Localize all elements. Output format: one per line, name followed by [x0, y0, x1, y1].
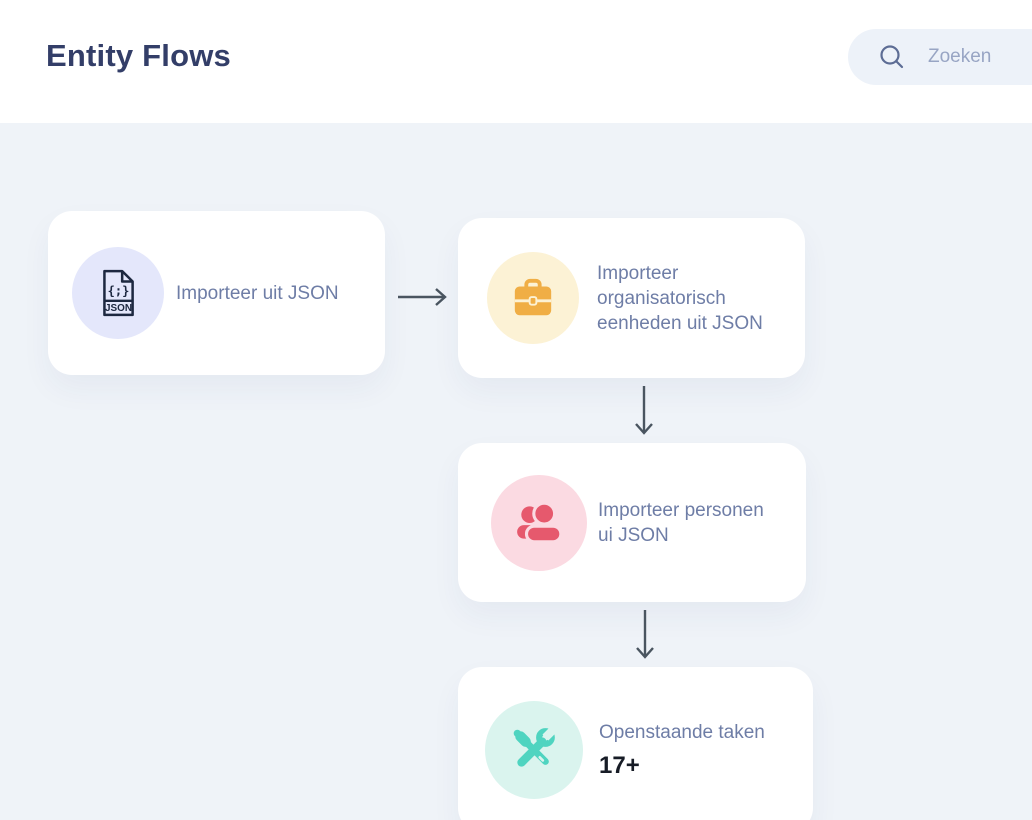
search-input[interactable]: Zoeken — [848, 29, 1032, 85]
json-file-icon: {;} JSON — [103, 269, 134, 317]
flow-node-label: Openstaande taken — [599, 721, 765, 743]
svg-text:{;}: {;} — [108, 284, 130, 298]
flow-node-label: Importeer uit JSON — [176, 282, 339, 304]
search-placeholder: Zoeken — [928, 46, 992, 67]
open-tasks-count-badge: 17+ — [599, 751, 640, 779]
arrow-right-icon — [398, 288, 447, 306]
flow-node-import-persons[interactable]: Importeer personen ui JSON — [458, 443, 806, 602]
header: Entity Flows Zoeken — [0, 0, 1032, 123]
briefcase-icon — [514, 278, 552, 316]
tools-icon-circle — [485, 700, 583, 799]
svg-text:JSON: JSON — [105, 303, 132, 314]
arrow-down-icon — [636, 610, 654, 659]
people-icon-circle — [491, 474, 587, 571]
arrow-down-icon — [635, 386, 653, 435]
page-title: Entity Flows — [46, 38, 231, 73]
flow-node-label: Importeer personen ui JSON — [598, 499, 764, 546]
tools-icon — [513, 724, 559, 767]
json-icon-circle: {;} JSON — [72, 247, 164, 339]
flow-node-open-tasks[interactable]: Openstaande taken 17+ — [458, 667, 813, 820]
people-icon — [517, 501, 563, 543]
briefcase-icon-circle — [487, 252, 579, 344]
flow-node-import-json[interactable]: {;} JSON Importeer uit JSON — [48, 211, 385, 375]
flow-node-label: Importeer organisatorisch eenheden uit J… — [597, 262, 763, 334]
flow-node-import-org[interactable]: Importeer organisatorisch eenheden uit J… — [458, 218, 805, 378]
search-icon — [880, 45, 904, 69]
